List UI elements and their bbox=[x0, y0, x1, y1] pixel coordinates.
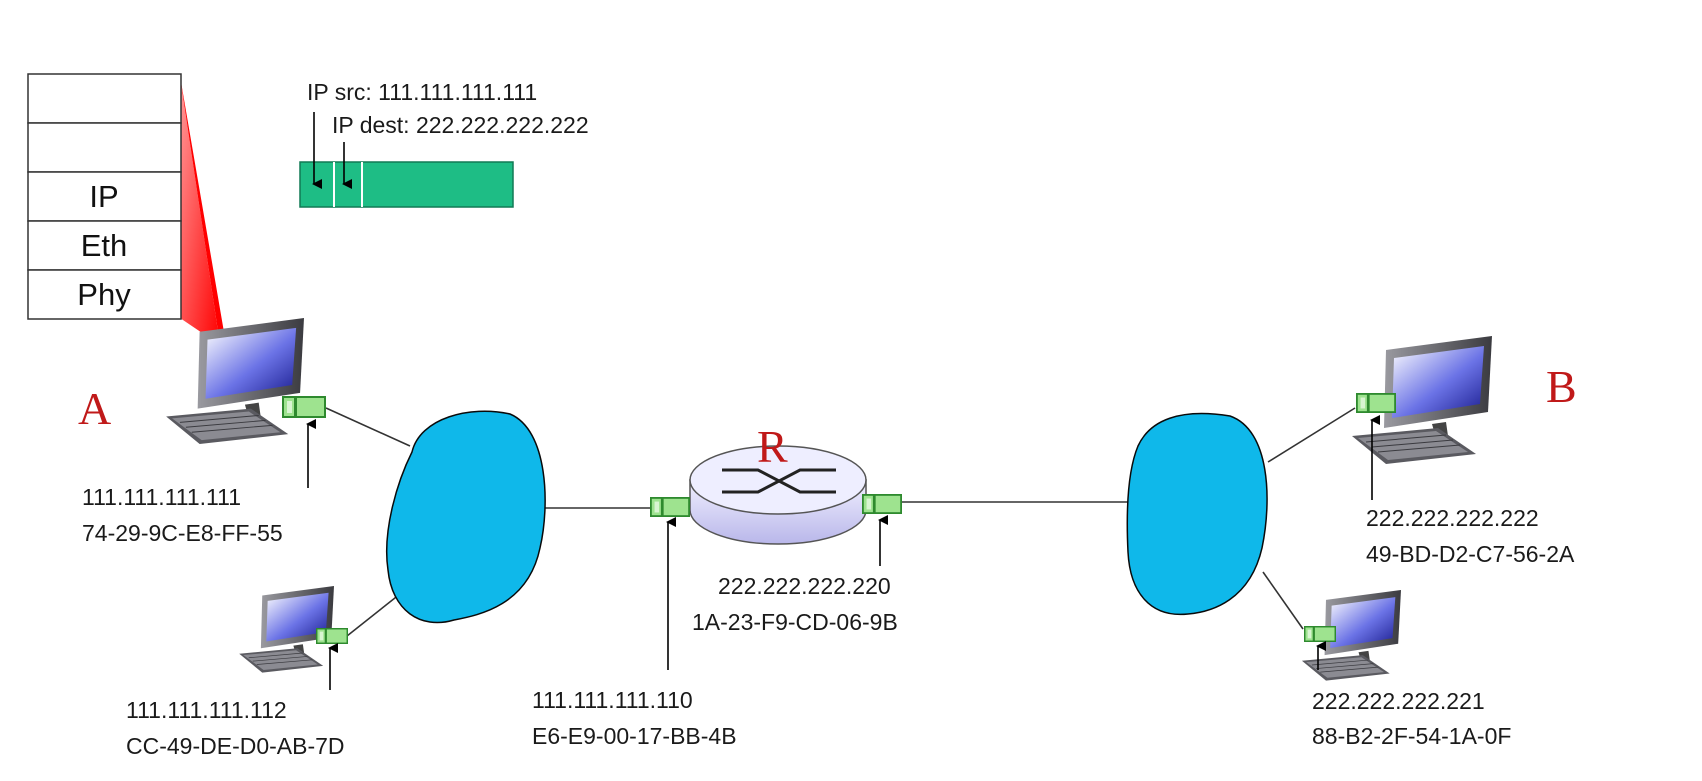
host-a-mac: 74-29-9C-E8-FF-55 bbox=[82, 520, 283, 546]
network-interface-icon bbox=[316, 628, 348, 644]
stack-layer-transport bbox=[27, 122, 182, 173]
network-interface-icon bbox=[1304, 626, 1336, 642]
network-interface-icon bbox=[1356, 392, 1396, 414]
network-interface-icon bbox=[862, 493, 902, 515]
host-a2-mac: CC-49-DE-D0-AB-7D bbox=[126, 733, 345, 759]
host-b-label: B bbox=[1546, 361, 1577, 412]
address-pointers bbox=[306, 415, 1380, 690]
desktop-computer-icon bbox=[166, 318, 305, 445]
network-links bbox=[325, 407, 1356, 637]
datagram-bar bbox=[299, 161, 514, 208]
router-left-mac: E6-E9-00-17-BB-4B bbox=[532, 723, 737, 749]
router-right-mac: 1A-23-F9-CD-06-9B bbox=[692, 609, 898, 635]
stack-layer-phy bbox=[27, 269, 182, 320]
ip-src-label: IP src: 111.111.111.111 bbox=[307, 79, 537, 105]
stack-layer-label: Eth bbox=[81, 228, 128, 263]
host-b2-mac: 88-B2-2F-54-1A-0F bbox=[1312, 723, 1511, 749]
host-b2-ip: 222.222.222.221 bbox=[1312, 688, 1485, 714]
stack-layer-app bbox=[27, 73, 182, 124]
network-interface-icon bbox=[650, 496, 690, 518]
network-interface-icon bbox=[282, 396, 326, 418]
stack-layer-label: IP bbox=[89, 179, 118, 214]
ip-datagram: IP src: 111.111.111.111 IP dest: 222.222… bbox=[299, 79, 589, 208]
host-b-mac: 49-BD-D2-C7-56-2A bbox=[1366, 541, 1575, 567]
network-cloud-icon bbox=[385, 410, 546, 624]
protocol-stack: IP Eth Phy bbox=[27, 73, 182, 320]
router-left-ip: 111.111.111.110 bbox=[532, 687, 693, 713]
host-a-label: A bbox=[78, 383, 111, 434]
host-a-ip: 111.111.111.111 bbox=[82, 484, 241, 510]
stack-layer-label: Phy bbox=[77, 277, 131, 312]
host-b-ip: 222.222.222.222 bbox=[1366, 505, 1539, 531]
router-icon bbox=[689, 445, 867, 545]
stack-layer-eth bbox=[27, 220, 182, 271]
router-label: R bbox=[757, 421, 788, 472]
router-right-ip: 222.222.222.220 bbox=[718, 573, 891, 599]
ip-dest-label: IP dest: 222.222.222.222 bbox=[332, 112, 589, 138]
host-a2-ip: 111.111.111.112 bbox=[126, 697, 287, 723]
protocol-stack-callout bbox=[180, 76, 225, 345]
network-cloud-icon bbox=[1126, 412, 1268, 616]
